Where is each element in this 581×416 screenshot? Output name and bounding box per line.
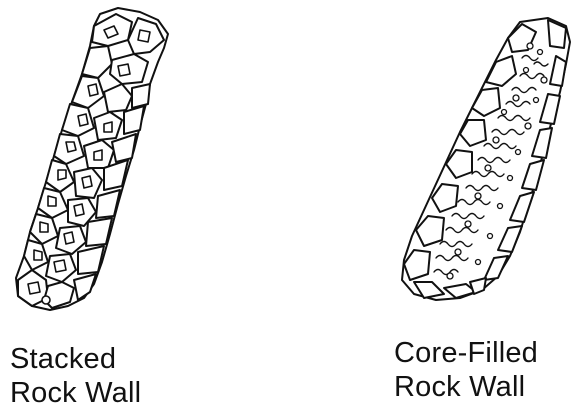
core-filled-rock-wall-drawing [402, 18, 570, 300]
core-filled-rock-wall-caption: Core-Filled Rock Wall [394, 336, 538, 404]
stacked-rock-wall-caption: Stacked Rock Wall [10, 342, 141, 410]
stacked-caption-line-2: Rock Wall [10, 376, 141, 410]
stacked-caption-line-1: Stacked [10, 342, 141, 376]
stacked-rock-wall-drawing [16, 8, 168, 310]
stacked-wall-rocks [18, 14, 164, 308]
core-filled-caption-line-2: Rock Wall [394, 370, 538, 404]
core-filled-caption-line-1: Core-Filled [394, 336, 538, 370]
